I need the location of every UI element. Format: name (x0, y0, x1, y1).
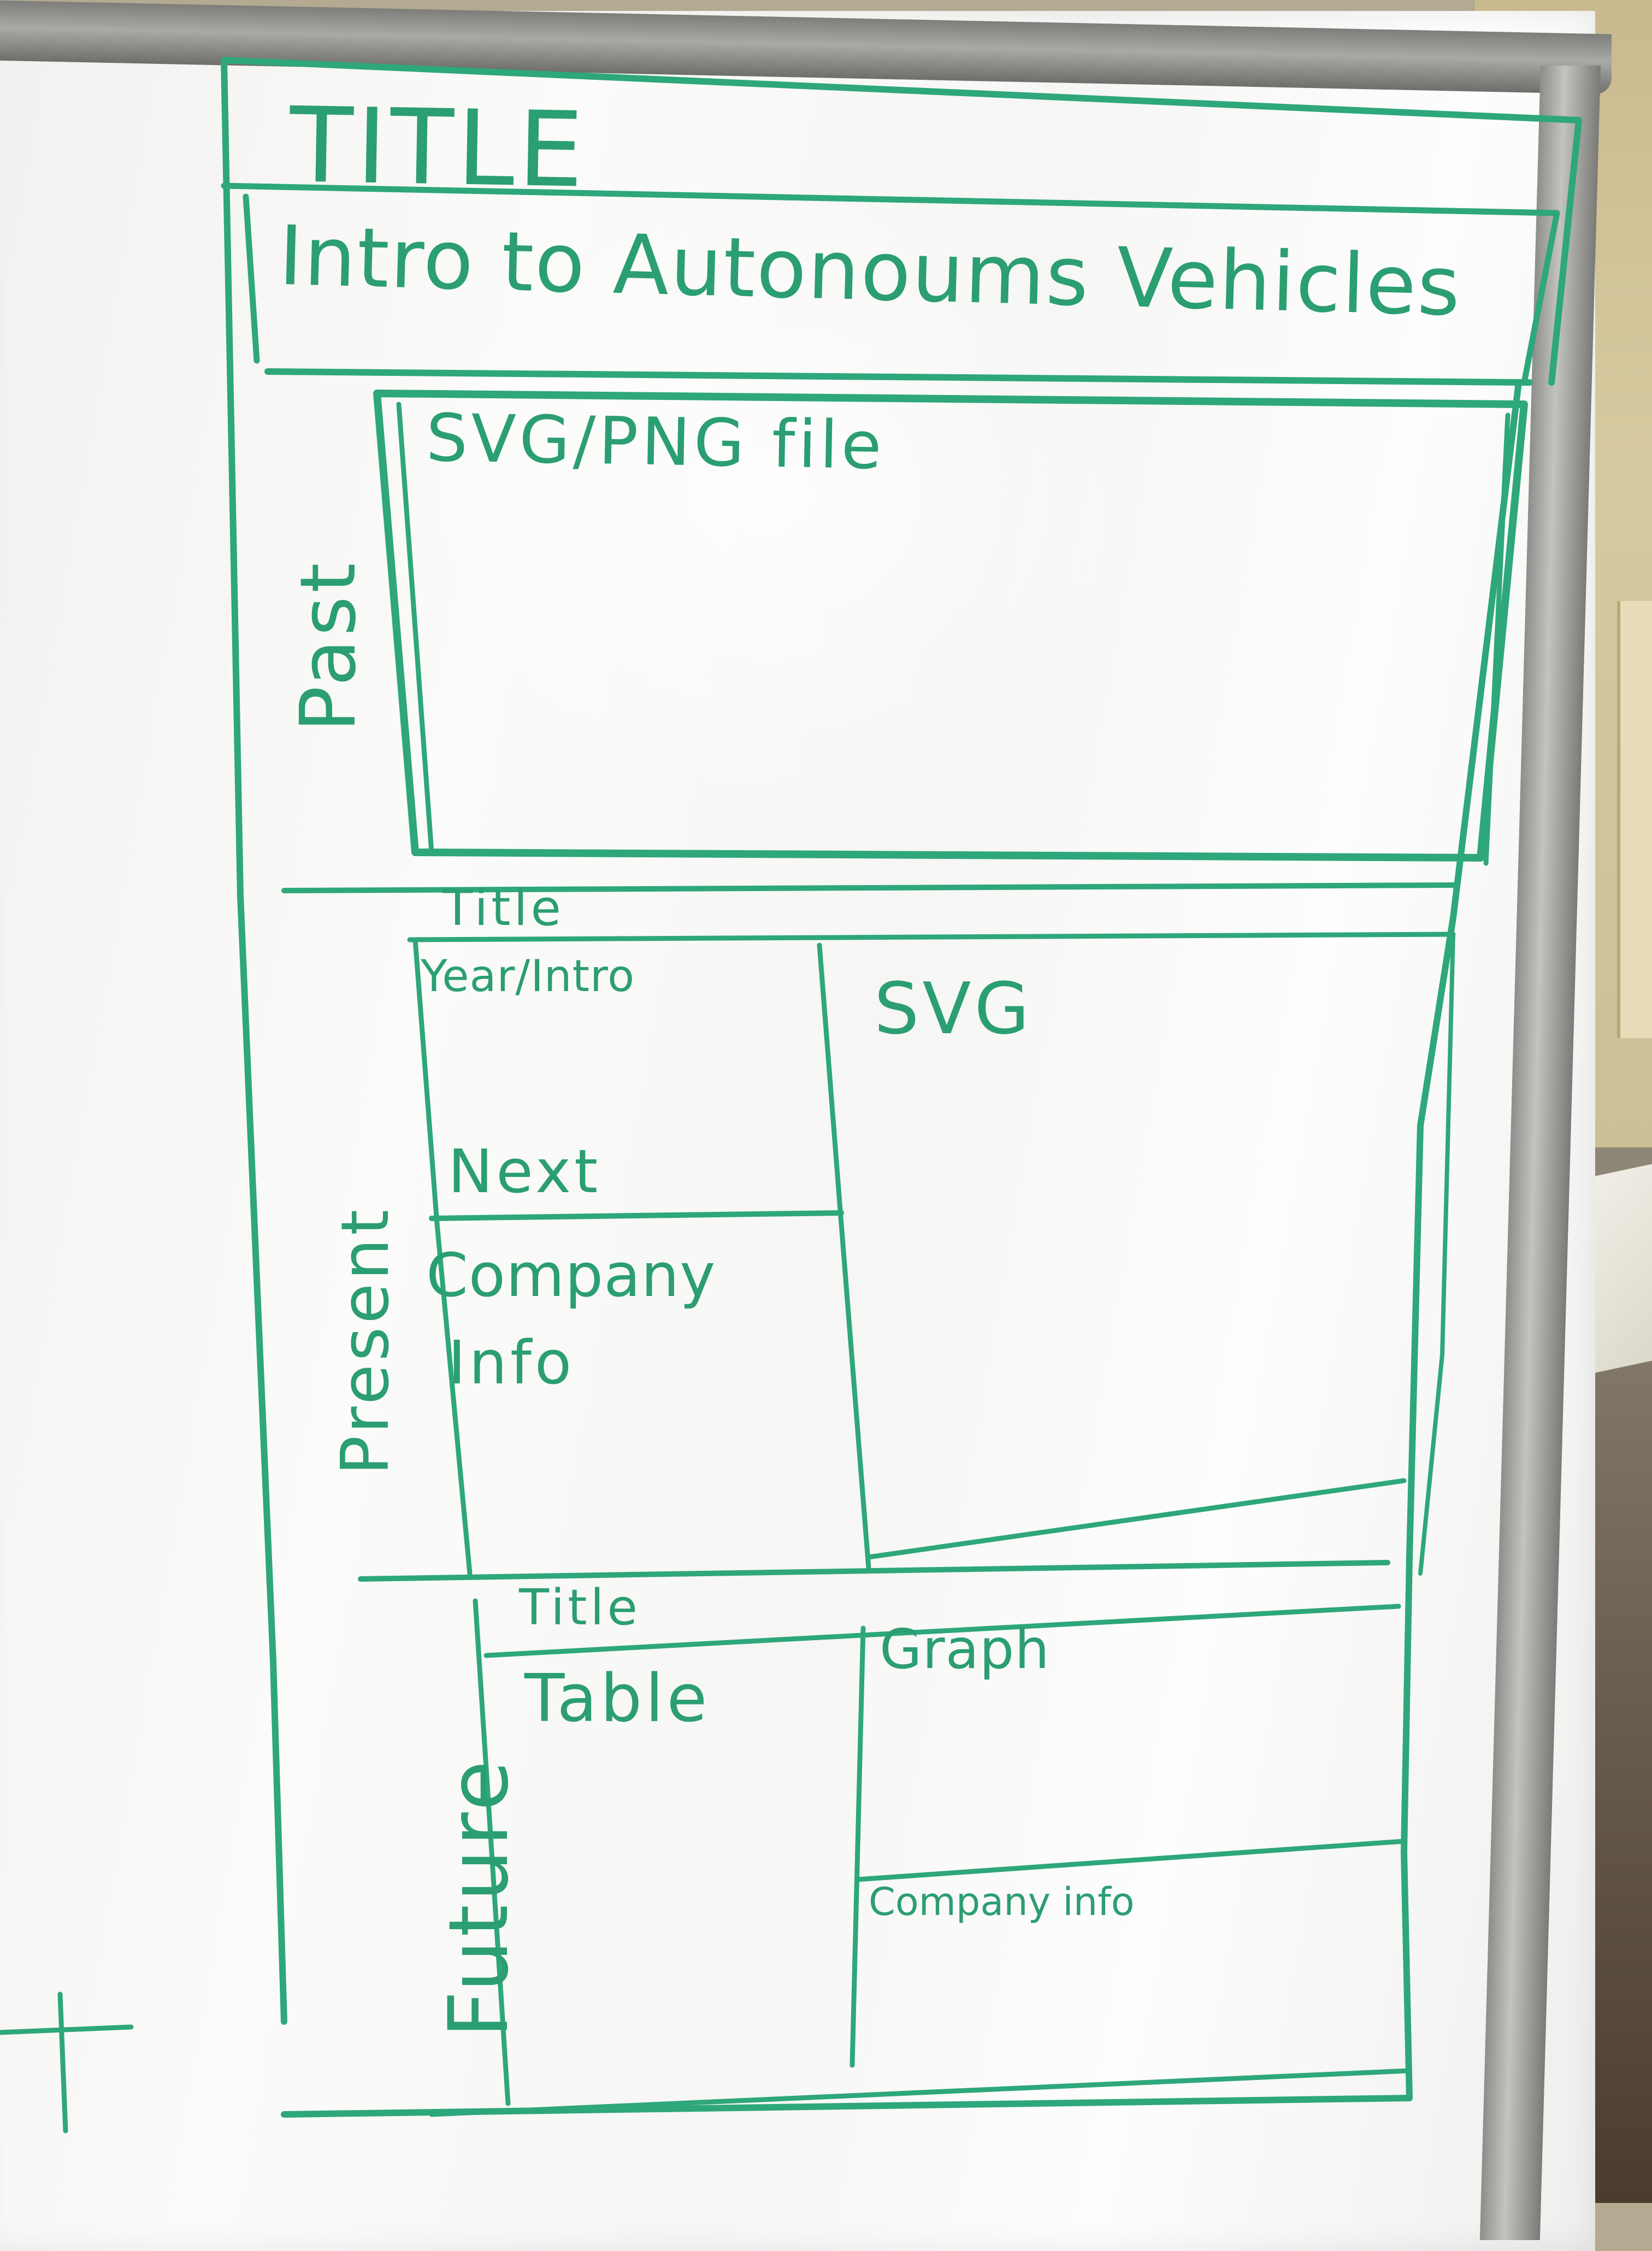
past-image-box-inner (396, 402, 1511, 866)
stray-marker-left (0, 1991, 134, 2134)
past-image-box (373, 390, 1528, 862)
past-side-label: Past (284, 559, 373, 732)
present-title-underline (407, 932, 1456, 942)
header-divider (264, 368, 1533, 386)
present-title: Title (442, 880, 564, 937)
past-present-divider (281, 882, 1456, 893)
background-door (1617, 601, 1652, 1038)
past-image-label: SVG/PNG file (425, 400, 886, 485)
present-svg-label: SVG (874, 967, 1033, 1050)
page-title: TITLE (288, 85, 588, 211)
future-graph-label: Graph (880, 1617, 1050, 1681)
future-side-label: Future (432, 1757, 527, 2038)
board-glare (382, 164, 1147, 820)
future-left-border (473, 1598, 511, 2106)
present-right-bottom (866, 1478, 1407, 1560)
present-column-divider (817, 942, 871, 1571)
present-company-label: Company (426, 1240, 716, 1310)
page-outline (221, 57, 1582, 2118)
present-info-label: Info (448, 1328, 575, 1398)
wireframe-sketch (0, 57, 1582, 2134)
future-table-label: Table (524, 1661, 711, 1737)
future-column-divider (849, 1625, 866, 2068)
future-title-underline (483, 1604, 1401, 1658)
present-next-button: Next (448, 1136, 601, 1206)
present-left-border (412, 937, 473, 1576)
future-title: Title (519, 1579, 641, 1636)
present-left-split (429, 1210, 844, 1221)
future-bottom-border (429, 2068, 1412, 2117)
future-company-info: Company info (869, 1879, 1135, 1924)
present-right-border (1418, 932, 1455, 1576)
present-side-label: Present (328, 1206, 404, 1475)
present-future-divider (358, 1560, 1390, 1582)
present-year-intro: Year/Intro (421, 951, 635, 1001)
title-bar-outline (221, 182, 1560, 386)
future-right-split (855, 1838, 1407, 1882)
